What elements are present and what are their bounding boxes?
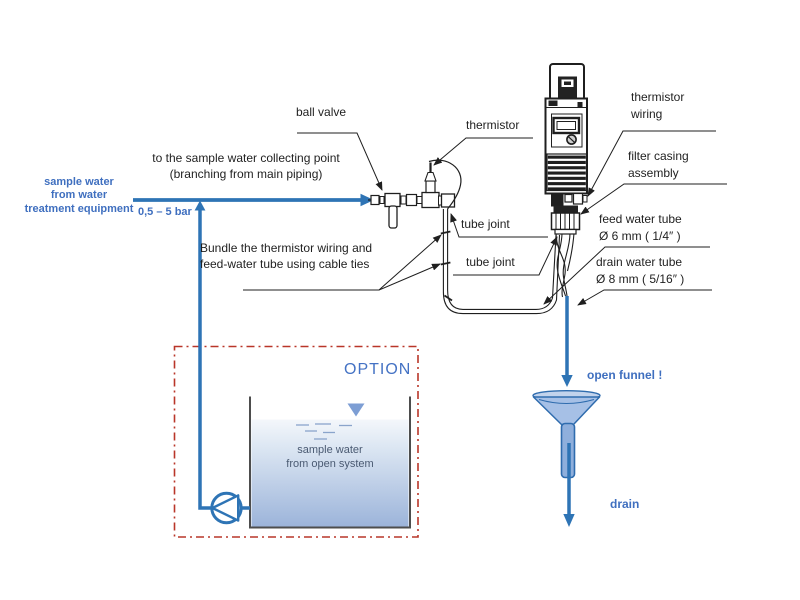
funnel-drawing xyxy=(532,390,601,479)
collecting-point-label: to the sample water collecting point (br… xyxy=(152,151,340,181)
pump-symbol xyxy=(210,491,243,525)
leader-drain-tube xyxy=(577,289,712,306)
leader-thermistor xyxy=(433,137,533,166)
leader-thermistor-wiring xyxy=(587,130,716,197)
water-level-marker-icon xyxy=(347,403,365,417)
bundle-note-label: Bundle the thermistor wiring and feed-wa… xyxy=(200,241,373,271)
water-ripples xyxy=(296,423,352,440)
leader-feed-tube xyxy=(543,246,710,305)
filter-casing-label: filter casing assembly xyxy=(628,149,689,180)
drain-run xyxy=(532,296,601,527)
tube-bundle xyxy=(442,209,575,315)
leader-ball-valve xyxy=(297,132,383,191)
thermistor-label: thermistor xyxy=(466,118,520,132)
open-tank-drawing xyxy=(249,396,411,529)
junction-arrow-icon xyxy=(194,200,206,211)
drain-label: drain xyxy=(610,497,640,511)
open-tank-label: sample water from open system xyxy=(286,444,374,470)
ball-valve-handle xyxy=(388,205,398,229)
leader-tube-joint-upper xyxy=(450,213,548,238)
leader-tube-joint-lower xyxy=(453,236,558,276)
filter-casing-drawing xyxy=(550,205,581,235)
source-label: sample water from water treatment equipm… xyxy=(24,175,134,215)
thermistor-cable-loop xyxy=(428,159,462,210)
cable-ties xyxy=(440,230,453,302)
flow-arrow-icon xyxy=(360,193,374,207)
pressure-label: 0,5 – 5 bar xyxy=(138,206,192,218)
valve-assembly-drawing xyxy=(368,159,462,229)
leader-bundle-b xyxy=(378,263,441,291)
drain-tube-label: drain water tube Ø 8 mm ( 5/16″ ) xyxy=(596,255,685,286)
leader-filter-casing xyxy=(580,183,727,215)
controller-drawing xyxy=(544,63,588,235)
ball-valve-label: ball valve xyxy=(296,105,347,119)
thermistor-wiring-label: thermistor wiring xyxy=(631,90,685,121)
open-funnel-label: open funnel ! xyxy=(587,368,663,382)
feed-tube-label: feed water tube Ø 6 mm ( 1/4″ ) xyxy=(599,212,682,243)
leader-lines xyxy=(243,130,727,306)
option-label: OPTION xyxy=(344,361,412,378)
tube-joint-lower-label: tube joint xyxy=(466,254,515,269)
option-box xyxy=(173,345,419,538)
tube-joint-upper-label: tube joint xyxy=(461,217,510,231)
